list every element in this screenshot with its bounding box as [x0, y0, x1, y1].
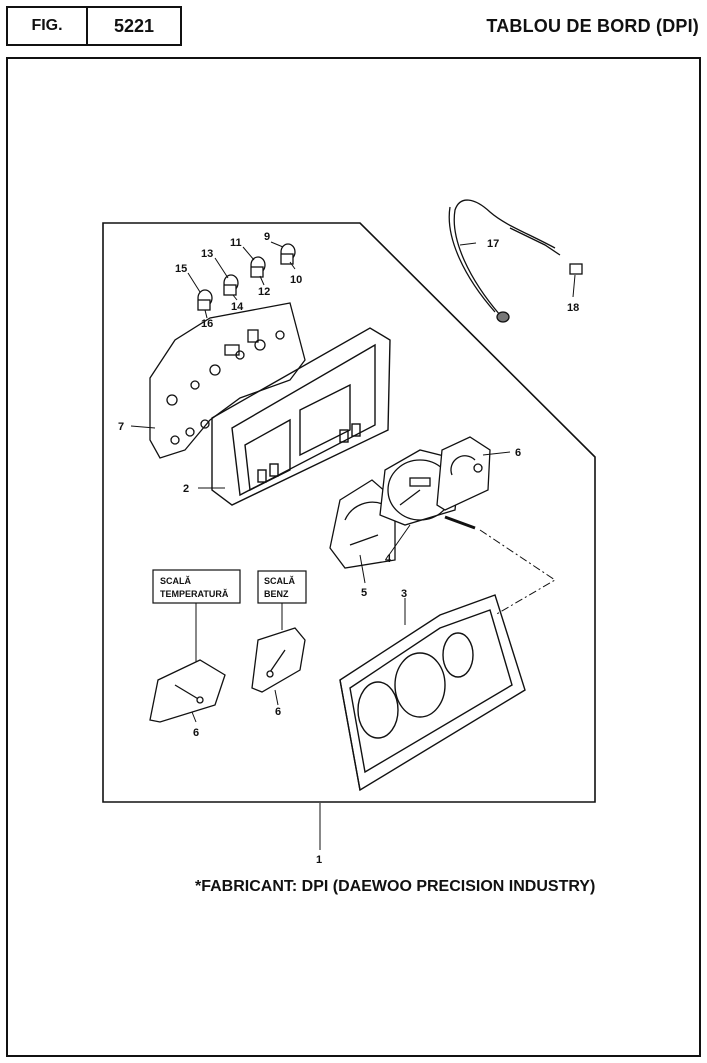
figure-id-box: FIG. 5221 — [6, 6, 182, 46]
callout-12: 12 — [258, 286, 270, 298]
callout-6-temp: 6 — [193, 727, 199, 739]
fig-label: FIG. — [8, 8, 88, 44]
callout-10: 10 — [290, 274, 302, 286]
temp-gauge-dial-part — [149, 659, 226, 723]
callout-15: 15 — [175, 263, 187, 275]
callout-5: 5 — [361, 587, 367, 599]
callout-6-fuel: 6 — [275, 706, 281, 718]
fig-number: 5221 — [113, 15, 155, 36]
callout-3: 3 — [401, 588, 407, 600]
callout-16: 16 — [201, 318, 213, 330]
front-bezel-part — [339, 594, 526, 792]
temp-scale-label-box: SCALĂ TEMPERATURĂ — [152, 569, 241, 665]
speedo-cable-part — [448, 199, 583, 323]
callout-7: 7 — [118, 421, 124, 433]
assembly-line — [479, 529, 556, 616]
fuel-box-line2: BENZ — [264, 589, 289, 599]
callout-17: 17 — [487, 238, 499, 250]
manufacturer-note: *FABRICANT: DPI (DAEWOO PRECISION INDUST… — [195, 878, 596, 895]
callout-6-aux: 6 — [515, 447, 521, 459]
callout-11: 11 — [230, 237, 242, 249]
callout-13: 13 — [201, 248, 213, 260]
callout-4: 4 — [385, 553, 392, 565]
leader-lines — [130, 241, 576, 850]
callout-14: 14 — [231, 301, 244, 313]
bulb-sockets-part — [197, 243, 296, 311]
temp-box-line1: SCALĂ — [160, 576, 191, 586]
page-title: TABLOU DE BORD (DPI) — [486, 16, 699, 36]
temp-box-line2: TEMPERATURĂ — [160, 589, 229, 599]
callout-1: 1 — [316, 854, 322, 866]
callout-9: 9 — [264, 231, 270, 243]
aux-gauge-dial-part — [436, 436, 491, 511]
callout-18: 18 — [567, 302, 579, 314]
fuel-gauge-dial-part — [251, 627, 306, 693]
meter-housing-part — [211, 327, 391, 506]
assembly-boundary — [102, 222, 596, 803]
circuit-plate-part — [149, 302, 306, 459]
diagram-frame — [6, 57, 701, 1057]
callout-2: 2 — [183, 483, 189, 495]
fuel-scale-label-box: SCALĂ BENZ — [257, 570, 307, 630]
fuel-box-line1: SCALĂ — [264, 576, 295, 586]
